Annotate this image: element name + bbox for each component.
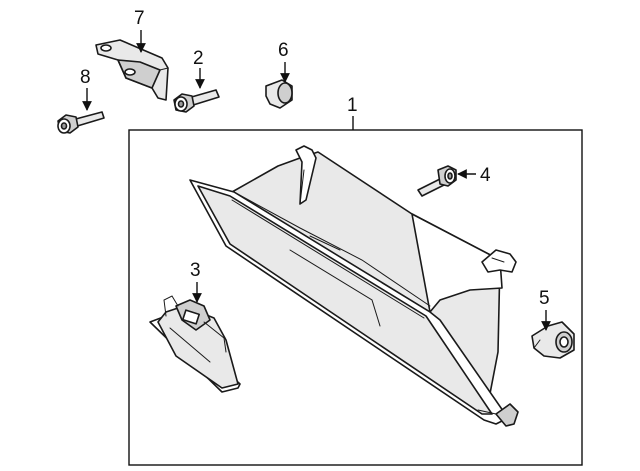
bolt-part-4[interactable] bbox=[417, 165, 457, 197]
bumper-part-5[interactable] bbox=[531, 321, 575, 359]
bolt-part-2[interactable] bbox=[173, 89, 220, 113]
callout-6[interactable]: 6 bbox=[278, 40, 289, 61]
callout-2[interactable]: 2 bbox=[193, 48, 204, 69]
bolt-part-8[interactable] bbox=[57, 111, 105, 134]
callout-4[interactable]: 4 bbox=[480, 165, 491, 186]
callout-8[interactable]: 8 bbox=[80, 67, 91, 88]
bracket-part-7[interactable] bbox=[95, 39, 169, 101]
callout-7[interactable]: 7 bbox=[134, 8, 145, 29]
bumper-part-6[interactable] bbox=[265, 79, 293, 109]
callout-3[interactable]: 3 bbox=[190, 260, 201, 281]
callout-5[interactable]: 5 bbox=[539, 288, 550, 309]
latch-part-3[interactable] bbox=[149, 295, 241, 393]
assembly-box bbox=[128, 129, 583, 466]
glove-box-part-1[interactable] bbox=[189, 145, 519, 427]
callout-1[interactable]: 1 bbox=[347, 95, 358, 116]
